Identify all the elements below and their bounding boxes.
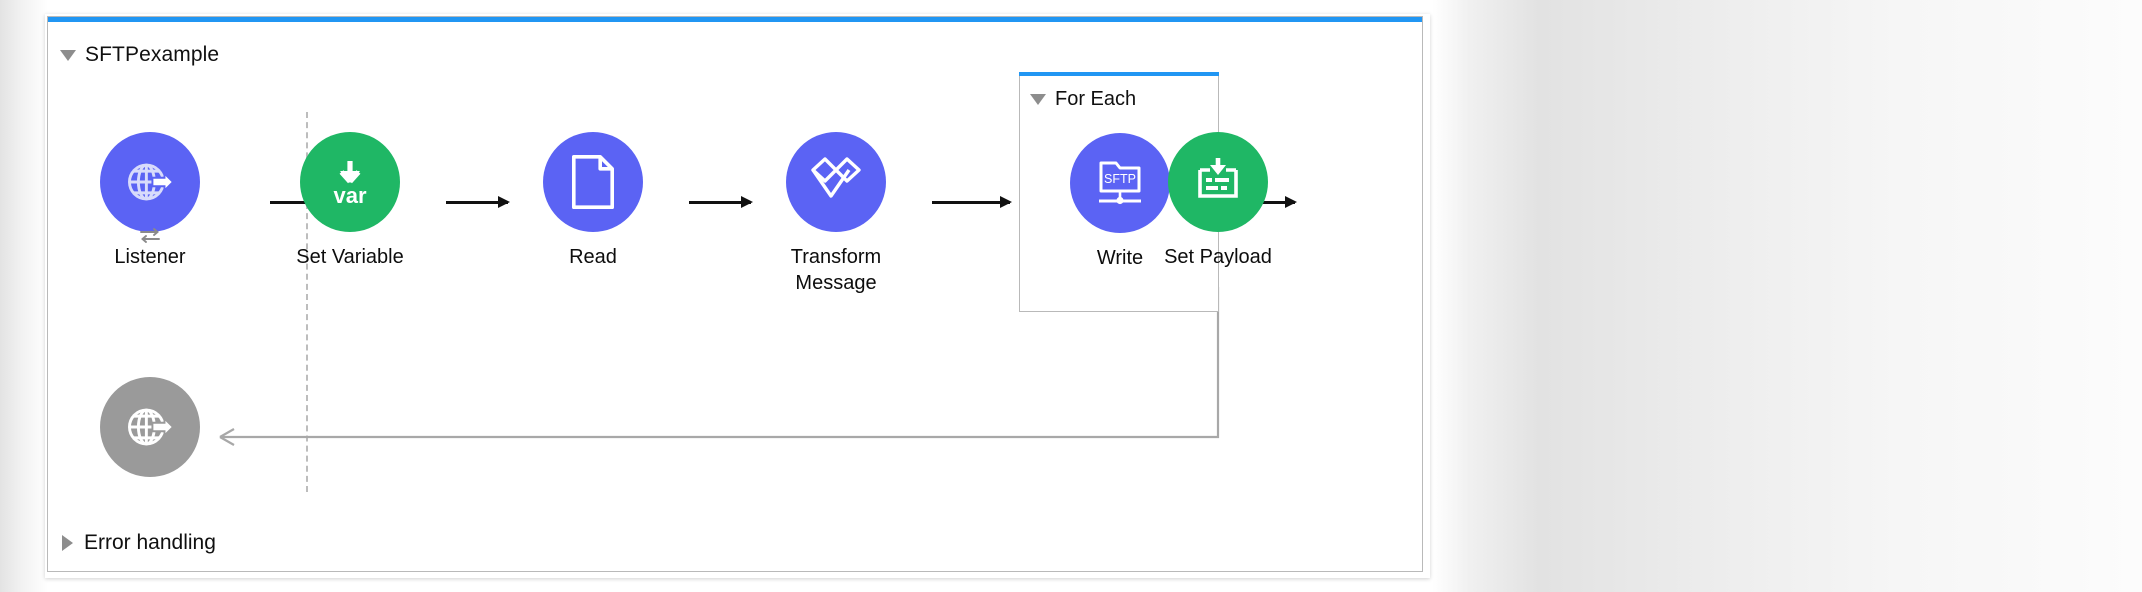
triangle-down-icon[interactable] [60, 49, 76, 61]
connector-set-variable-to-read [446, 196, 510, 208]
read-circle[interactable] [543, 132, 643, 232]
exchange-arrows-icon [140, 228, 160, 243]
for-each-accent-bar [1019, 72, 1219, 76]
set-variable-circle[interactable]: var [300, 132, 400, 232]
connector-transform-message-to-for-each [932, 196, 1012, 208]
node-read-label: Read [569, 246, 617, 268]
sftp-folder-network-icon: SFTP [1099, 161, 1141, 205]
node-listener-label: Listener [114, 246, 186, 268]
for-each-header[interactable]: For Each [1030, 88, 1136, 111]
flow-header[interactable]: SFTPexample [60, 43, 219, 67]
node-set-payload-label: Set Payload [1164, 246, 1272, 268]
sftp-icon-text: SFTP [1104, 172, 1136, 186]
error-handling-header[interactable]: Error handling [62, 531, 216, 555]
globe-arrow-icon [128, 163, 175, 201]
node-read[interactable]: Read [513, 132, 673, 270]
payload-inbox-down-arrow-icon [1198, 158, 1238, 198]
flow-container[interactable]: SFTPexample [47, 16, 1423, 572]
node-write-label: Write [1096, 247, 1144, 269]
flow-accent-bar [48, 17, 1422, 22]
globe-arrow-icon [128, 408, 175, 446]
node-write[interactable]: SFTP Write [1040, 133, 1200, 271]
for-each-title: For Each [1055, 88, 1137, 110]
triangle-right-icon[interactable] [62, 535, 73, 551]
error-handling-title: Error handling [84, 531, 216, 554]
triangle-down-icon[interactable] [1030, 94, 1046, 105]
dataweave-chevron-icon [811, 157, 861, 198]
transform-message-circle[interactable] [786, 132, 886, 232]
node-transform-message[interactable]: Transform Message [756, 132, 916, 296]
node-set-variable-label: Set Variable [296, 246, 404, 268]
set-payload-circle[interactable] [1168, 132, 1268, 232]
connector-read-to-transform-message [689, 196, 753, 208]
listener-circle[interactable] [100, 132, 200, 243]
var-icon-text: var [333, 183, 366, 208]
listener-response-circle[interactable] [100, 377, 200, 477]
node-set-variable[interactable]: var Set Variable [270, 132, 430, 270]
document-page-icon [572, 155, 614, 209]
write-circle[interactable]: SFTP [1070, 133, 1170, 233]
node-transform-message-label: Transform Message [790, 246, 882, 294]
node-listener[interactable]: Listener [70, 132, 230, 270]
node-set-payload[interactable]: Set Payload [1138, 132, 1298, 270]
flow-title: SFTPexample [85, 43, 220, 66]
node-listener-response[interactable] [70, 377, 230, 489]
var-down-arrow-icon: var [333, 161, 367, 208]
connector-for-each-to-set-payload [1233, 196, 1297, 208]
